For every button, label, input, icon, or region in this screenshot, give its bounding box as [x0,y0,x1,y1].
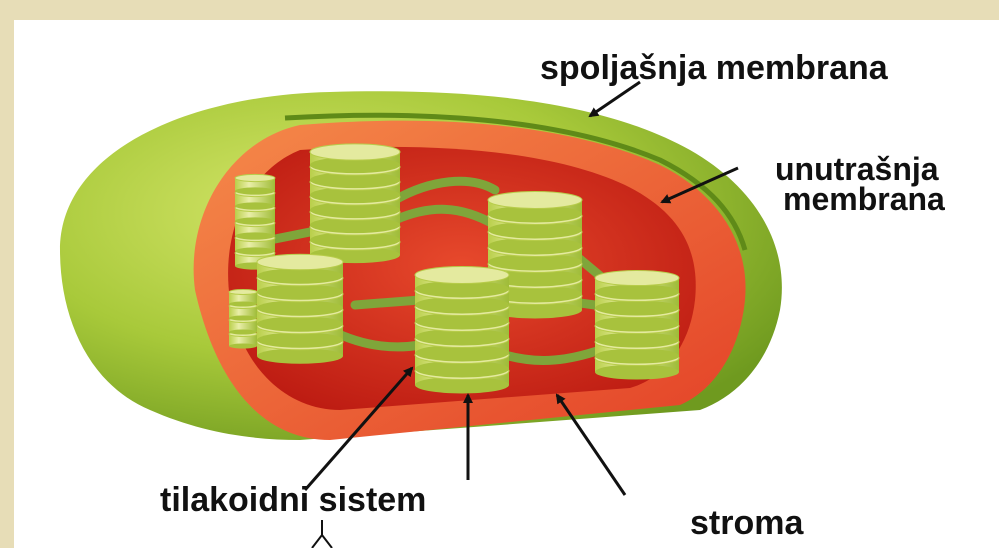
thylakoid-disc-edge [235,202,275,209]
granum-stack [257,254,343,363]
thylakoid-disc-edge [257,332,343,347]
label-inner-membrane-line2: membrana [783,180,945,218]
granum-stack [415,267,509,394]
thylakoid-disc-edge [235,217,275,224]
thylakoid-disc-edge [257,284,343,299]
label-outer-membrane: spoljašnja membrana [540,50,888,86]
granum-stack [310,144,400,263]
thylakoid-disc-edge [235,247,275,254]
thylakoid-disc-edge [229,343,257,348]
thylakoid-disc-top [257,254,343,269]
thylakoid-disc-edge [257,348,343,363]
frame-top-strip [0,0,999,20]
thylakoid-disc-edge [229,315,257,320]
thylakoid-disc-edge [235,232,275,239]
thylakoid-disc-edge [257,300,343,315]
thylakoid-disc-top [488,192,582,209]
thylakoid-disc-top [235,174,275,181]
thylakoid-disc-edge [229,301,257,306]
thylakoid-disc-edge [595,316,679,331]
label-stroma: stroma [690,505,803,541]
thylakoid-disc-edge [235,187,275,194]
label-thylakoid-system: tilakoidni sistem [160,482,426,518]
thylakoid-disc-edge [595,332,679,347]
thylakoid-disc-edge [595,348,679,363]
thylakoid-disc-edge [257,268,343,283]
thylakoid-disc-top [595,270,679,285]
frame-left-strip [0,0,14,548]
thylakoid-disc-edge [595,300,679,315]
thylakoid-disc-top [310,144,400,160]
thylakoid-disc-edge [595,364,679,379]
thylakoid-disc-edge [257,316,343,331]
granum-stack [229,289,257,348]
thylakoid-disc-top [229,289,257,294]
granum-stack [235,174,275,269]
thylakoid-disc-edge [229,329,257,334]
granum-stack [595,270,679,379]
thylakoid-disc-edge [595,284,679,299]
thylakoid-disc-top [415,267,509,284]
